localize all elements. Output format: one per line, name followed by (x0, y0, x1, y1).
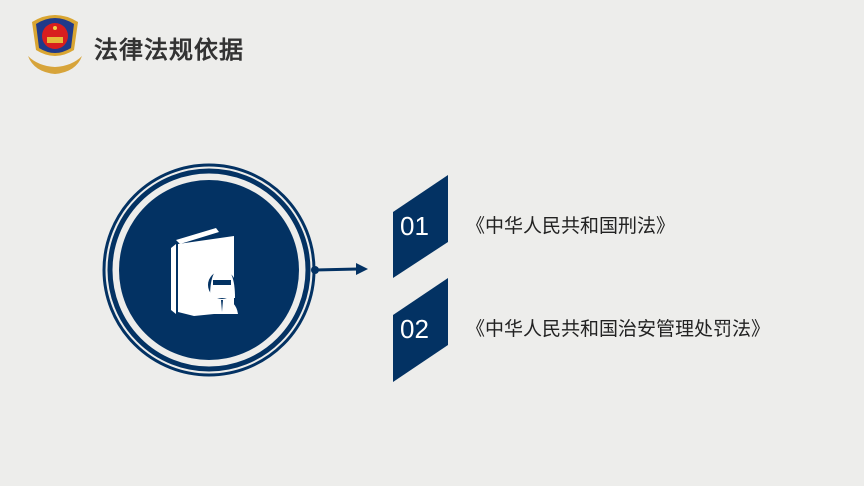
law-item-label: 《中华人民共和国治安管理处罚法》 (466, 318, 771, 340)
item-number: 01 (400, 211, 429, 241)
arrow-head-icon (356, 263, 368, 275)
page-title: 法律法规依据 (94, 36, 244, 64)
item-number: 02 (400, 314, 429, 344)
connector-dot (311, 266, 319, 274)
number-badge-01 (393, 175, 448, 278)
connector-line (314, 267, 359, 272)
police-emblem-logo (28, 15, 82, 74)
law-item-label: 《中华人民共和国刑法》 (466, 215, 676, 237)
number-badge-02 (393, 278, 448, 382)
middle-ring (107, 168, 311, 372)
law-book-icon (171, 228, 238, 316)
